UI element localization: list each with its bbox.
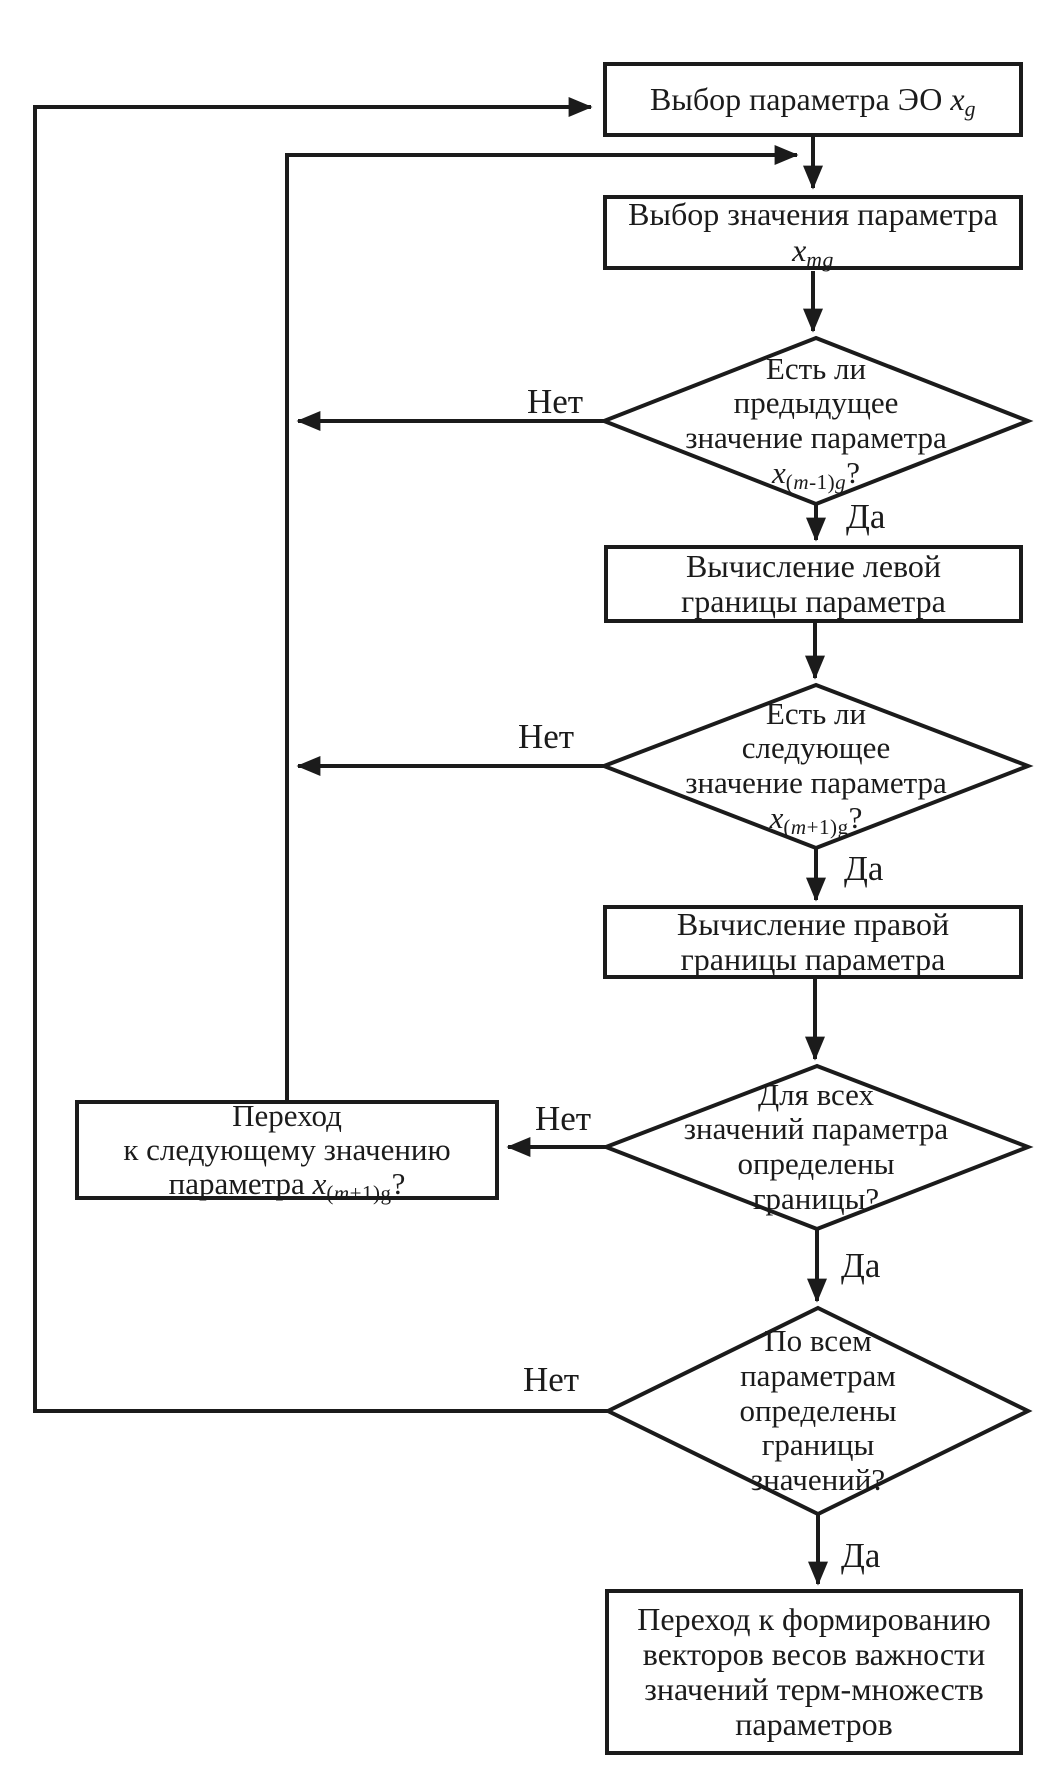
node-select-param-text: Выбор параметра ЭО xg: [650, 80, 976, 121]
label-yes-next-check: Да: [844, 849, 884, 888]
label-yes-prev-check: Да: [846, 497, 886, 536]
node-select-value: Выбор значения параметра xmg: [603, 195, 1023, 272]
node-select-value-math: xmg: [792, 231, 834, 272]
decision-next-math: x(m+1)g?: [769, 799, 863, 839]
decision-all-values-line2: значений параметра: [683, 1111, 949, 1147]
label-no-all-params: Нет: [523, 1360, 580, 1399]
decision-prev-math: x(m-1)g?: [772, 454, 860, 494]
node-final-line4: параметров: [735, 1706, 893, 1743]
box-next-value: [75, 1100, 499, 1200]
diamond-next-check: [598, 682, 1034, 851]
node-left-bound-line1: Вычисление левой: [685, 547, 942, 584]
node-next-value-line1: Переход: [232, 1097, 342, 1133]
decision-all-params-line1: По всем: [764, 1323, 872, 1359]
decision-prev-line1: Есть ли: [765, 350, 867, 386]
node-select-param: Выбор параметра ЭО xg: [603, 62, 1023, 137]
decision-all-params-line3: определены: [739, 1392, 897, 1428]
box-right-bound: [603, 905, 1023, 979]
label-no-all-values: Нет: [535, 1099, 592, 1138]
box-left-bound: [604, 545, 1023, 623]
decision-prev-line2: предыдущее: [733, 385, 899, 421]
label-yes-all-values: Да: [841, 1246, 881, 1285]
node-next-value-line3: параметра x(m+1)g?: [168, 1166, 406, 1205]
node-right-bound-line1: Вычисление правой: [676, 905, 950, 942]
label-no-prev-check: Нет: [527, 382, 584, 421]
label-yes-all-params: Да: [841, 1536, 881, 1575]
decision-next-line1: Есть ли: [765, 695, 867, 731]
decision-all-values-line3: определены: [737, 1146, 895, 1181]
decision-all-params: По всем параметрам определены границы зн…: [618, 1308, 1018, 1514]
node-next-value: Переход к следующему значению параметра …: [75, 1097, 499, 1205]
node-next-value-line2: к следующему значению: [123, 1131, 451, 1167]
decision-next-line3: значение параметра: [685, 765, 947, 800]
decision-next-value: Есть ли следующее значение параметра x(m…: [616, 687, 1016, 845]
decision-all-values: Для всех значений параметра определены г…: [616, 1066, 1016, 1228]
label-no-next-check: Нет: [518, 717, 575, 756]
diamond-all-params: [603, 1305, 1033, 1517]
node-left-bound: Вычисление левой границы параметра: [604, 545, 1023, 623]
decision-all-params-line4: границы: [761, 1427, 875, 1463]
diamond-prev-check: [598, 335, 1034, 507]
node-final-line3: значений терм-множеств: [644, 1671, 984, 1707]
edge-outer-loop: [33, 97, 608, 1413]
decision-next-line2: следующее: [741, 730, 891, 766]
box-select-param: [603, 62, 1023, 137]
node-right-bound-line2: границы параметра: [680, 941, 946, 977]
node-left-bound-line2: границы параметра: [681, 583, 946, 619]
box-final: [605, 1589, 1023, 1755]
diamond-all-values: [600, 1063, 1034, 1232]
box-select-value: [603, 195, 1023, 270]
decision-all-params-line5: значений?: [750, 1462, 886, 1498]
decision-all-values-line1: Для всех: [757, 1076, 875, 1112]
edge-inner-loop: [285, 145, 799, 1100]
node-final-line2: векторов весов важности: [642, 1635, 986, 1672]
decision-prev-line3: значение параметра: [685, 420, 947, 455]
node-final: Переход к формированию векторов весов ва…: [607, 1591, 1021, 1753]
node-final-line1: Переход к формированию: [637, 1600, 991, 1637]
decision-prev-value: Есть ли предыдущее значение параметра x(…: [616, 340, 1016, 502]
node-select-value-line1: Выбор значения параметра: [628, 196, 998, 233]
node-right-bound: Вычисление правой границы параметра: [603, 905, 1023, 979]
decision-all-params-line2: параметрам: [740, 1357, 896, 1393]
decision-all-values-line4: границы?: [752, 1180, 880, 1216]
